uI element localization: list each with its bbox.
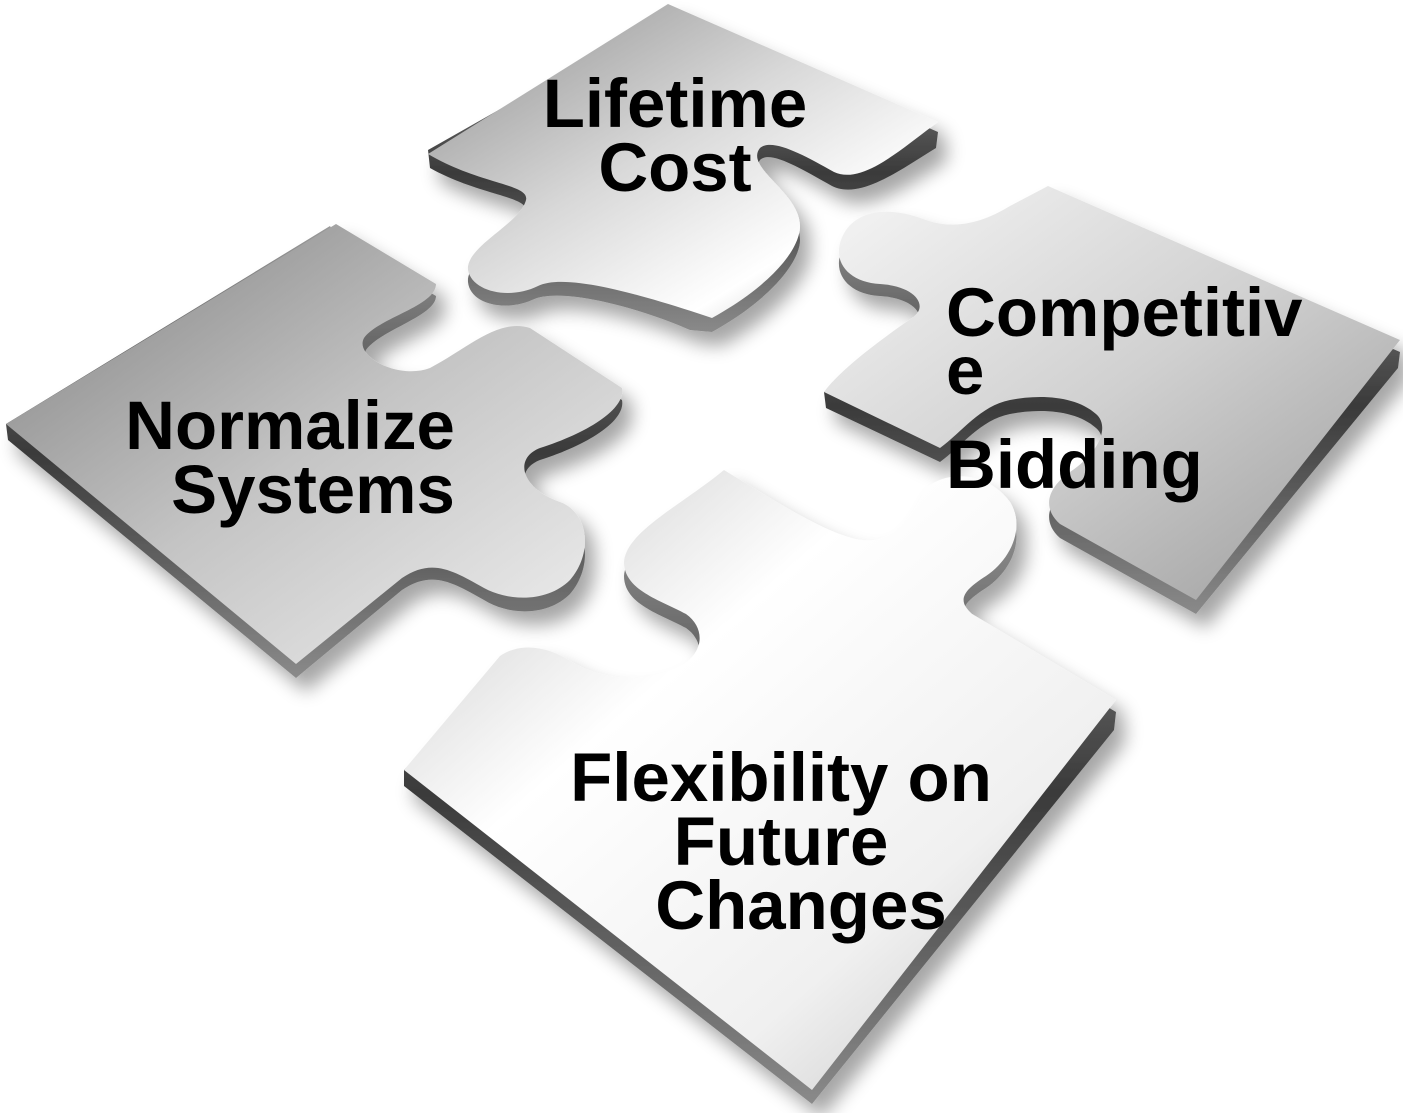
puzzle-piece-right-face	[824, 186, 1400, 600]
piece-label-bottom: Flexibility on Future Changes	[556, 739, 1006, 944]
puzzle-piece-bottom-face	[404, 470, 1116, 1090]
piece-label-right-line-4: Bidding	[946, 426, 1203, 503]
piece-label-right: Competitiv e Bidding	[946, 274, 1306, 503]
puzzle-piece-top	[428, 4, 938, 332]
puzzle-piece-right	[824, 186, 1400, 614]
piece-label-bottom-line-1: Flexibility on	[570, 739, 992, 816]
piece-label-top-line-1: Lifetime	[542, 65, 808, 142]
piece-label-bottom-line-3: Changes	[655, 867, 947, 944]
piece-label-left: Normalize Systems	[110, 387, 470, 528]
puzzle-piece-top-face	[428, 4, 938, 318]
piece-label-right-line-1: Competitiv	[946, 274, 1303, 351]
piece-label-top-line-2: Cost	[598, 129, 752, 206]
piece-label-bottom-line-2: Future	[673, 803, 889, 880]
piece-label-left-line-2: Systems	[171, 451, 455, 528]
puzzle-piece-bottom	[404, 470, 1116, 1104]
piece-label-left-line-1: Normalize	[125, 387, 455, 464]
puzzle-piece-left-face	[6, 224, 623, 664]
piece-label-top: Lifetime Cost	[530, 65, 820, 206]
puzzle-piece-left	[6, 224, 623, 678]
piece-label-right-line-2: e	[946, 332, 985, 409]
